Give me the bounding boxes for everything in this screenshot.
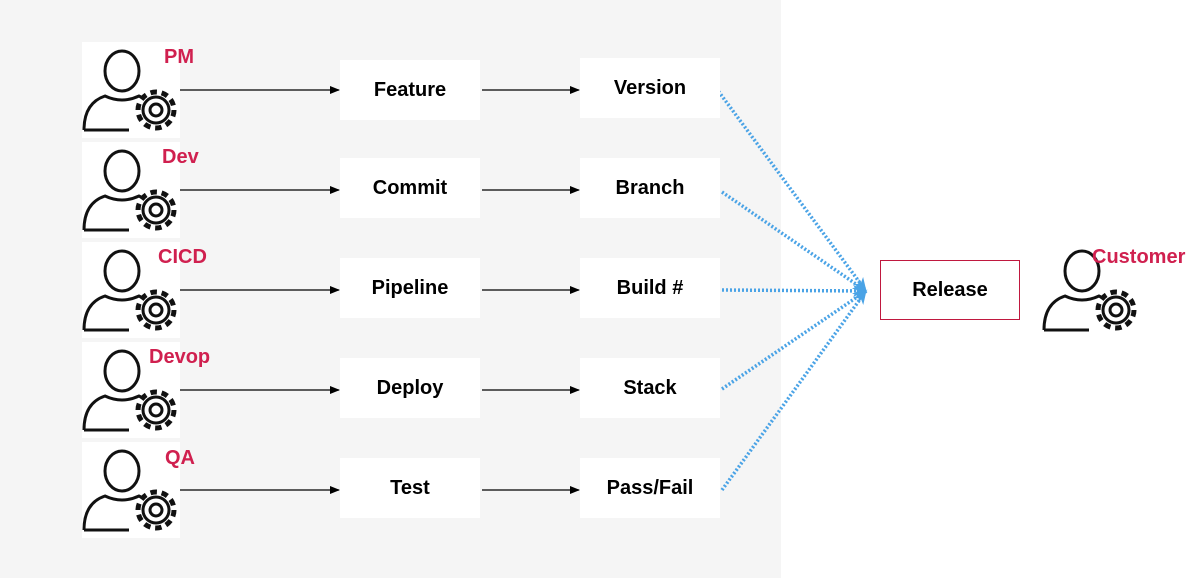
arrow-output-to-release xyxy=(714,86,868,293)
role-label-qa: QA xyxy=(165,447,195,469)
output-box-build: Build # xyxy=(580,258,720,318)
user-gear-icon xyxy=(82,42,180,138)
customer-label: Customer xyxy=(1092,246,1186,268)
arrow-output-to-release xyxy=(720,289,868,492)
step-box-commit: Commit xyxy=(340,158,480,218)
user-gear-icon xyxy=(82,342,180,438)
release-box: Release xyxy=(880,260,1020,320)
arrow-output-to-release xyxy=(721,289,867,391)
step-box-deploy: Deploy xyxy=(340,358,480,418)
user-gear-icon xyxy=(82,242,180,338)
role-label-devop: Devop xyxy=(149,346,211,368)
user-gear-icon xyxy=(82,142,180,238)
arrow-output-to-release xyxy=(721,190,867,293)
output-box-branch: Branch xyxy=(580,158,720,218)
user-gear-icon xyxy=(1042,242,1140,338)
step-box-feature: Feature xyxy=(340,60,480,120)
role-label-cicd: CICD xyxy=(158,246,207,268)
output-box-version: Version xyxy=(580,58,720,118)
step-box-pipeline: Pipeline xyxy=(340,258,480,318)
user-gear-icon xyxy=(82,442,180,538)
step-box-test: Test xyxy=(340,458,480,518)
arrow-output-to-release xyxy=(721,284,867,297)
role-label-pm: PM xyxy=(164,46,194,68)
role-label-dev: Dev xyxy=(162,146,199,168)
output-box-stack: Stack xyxy=(580,358,720,418)
output-box-pass-fail: Pass/Fail xyxy=(580,458,720,518)
